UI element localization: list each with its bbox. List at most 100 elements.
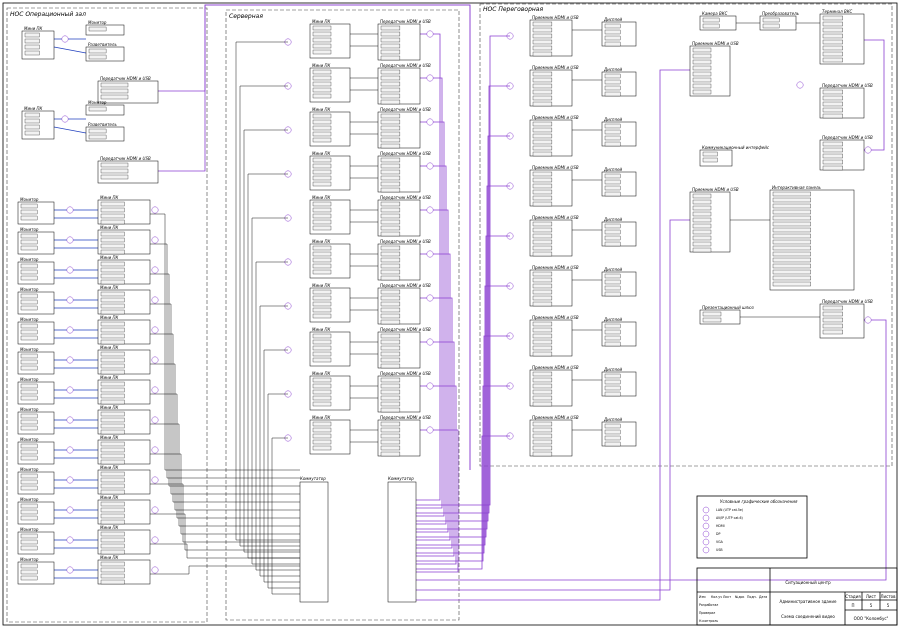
svg-text:Мини ПК: Мини ПК	[100, 315, 119, 320]
op-tag-r-9	[151, 476, 159, 484]
op-wire-5	[150, 363, 300, 511]
mtg-ip-4	[416, 235, 510, 538]
srv-extender-2: Передатчик HDMI и USB	[377, 107, 431, 149]
mtg-receiver-5: Приемник HDMI и USB	[529, 265, 579, 307]
op-pc-10: Мини ПК	[97, 495, 151, 525]
svg-text:Передатчик HDMI и USB: Передатчик HDMI и USB	[380, 151, 431, 156]
tb-company: ООО "Коломбус"	[854, 616, 889, 621]
mtg-ip-5	[416, 285, 510, 546]
legend: Условные графические обозначения LAN (UT…	[696, 495, 808, 559]
svg-text:Передатчик HDMI и USB: Передатчик HDMI и USB	[822, 135, 873, 140]
op-monitor-10: Монитор	[17, 497, 55, 525]
op-tag-11	[66, 536, 74, 544]
tb-role-1: Проверил	[699, 611, 715, 615]
op-monitor-3: Монитор	[17, 287, 55, 315]
op-monitor-5: Монитор	[17, 347, 55, 375]
mtg-ip-7	[416, 385, 510, 562]
svg-text:Разветвитель: Разветвитель	[88, 42, 117, 47]
tb-col-3: №док	[735, 595, 744, 599]
op-pc-9: Мини ПК	[97, 465, 151, 495]
mtg-display-8: Дисплей	[601, 417, 637, 447]
tb-col-0: Изм	[699, 595, 706, 599]
svg-text:Мини ПК: Мини ПК	[100, 255, 119, 260]
svg-text:Мини ПК: Мини ПК	[100, 225, 119, 230]
svg-text:Мини ПК: Мини ПК	[24, 26, 43, 31]
srv-tag-r-7	[426, 338, 434, 346]
legend-title: Условные графические обозначения	[720, 499, 798, 504]
srv-wire-3	[247, 173, 300, 559]
svg-text:Передатчик HDMI и USB: Передатчик HDMI и USB	[380, 415, 431, 420]
op-wire-8	[150, 453, 300, 535]
tag-r1	[796, 81, 804, 89]
op-pc-3: Мини ПК	[97, 285, 151, 315]
op-wire-1	[150, 243, 300, 479]
mtg-receiver-4: Приемник HDMI и USB	[529, 215, 579, 257]
converter: Преобразователь	[759, 11, 800, 31]
svg-text:Передатчик HDMI и USB: Передатчик HDMI и USB	[380, 107, 431, 112]
op-wire-2	[150, 273, 300, 487]
srv-tag-r-4	[426, 206, 434, 214]
switch-a2: Коммутатор	[387, 476, 417, 603]
op-tag-top-1	[61, 115, 69, 123]
svg-text:Мини ПК: Мини ПК	[312, 107, 331, 112]
op-monitor-6: Монитор	[17, 377, 55, 405]
svg-text:Монитор: Монитор	[20, 437, 39, 442]
srv-pc-3: Мини ПК	[309, 151, 351, 191]
srv-extender-4: Передатчик HDMI и USB	[377, 195, 431, 237]
op-tag-r-12	[151, 566, 159, 574]
svg-text:Приемник HDMI и USB: Приемник HDMI и USB	[692, 41, 739, 46]
mtg-receiver-6: Приемник HDMI и USB	[529, 315, 579, 357]
svg-text:Разветвитель: Разветвитель	[88, 122, 117, 127]
srv-extender-7: Передатчик HDMI и USB	[377, 327, 431, 369]
op-tag-6	[66, 386, 74, 394]
svg-text:Коммутатор: Коммутатор	[388, 476, 414, 481]
svg-text:Мини ПК: Мини ПК	[312, 195, 331, 200]
svg-text:Мини ПК: Мини ПК	[100, 525, 119, 530]
srv-extender-0: Передатчик HDMI и USB	[377, 19, 431, 61]
mtg-display-5: Дисплей	[601, 267, 637, 297]
op-wire-6	[150, 393, 300, 519]
svg-text:Мини ПК: Мини ПК	[100, 285, 119, 290]
svg-text:Монитор: Монитор	[20, 497, 39, 502]
legend-item-5: USB	[702, 546, 723, 554]
svg-text:Передатчик HDMI и USB: Передатчик HDMI и USB	[380, 327, 431, 332]
mtg-display-6: Дисплей	[601, 317, 637, 347]
op-monitor-9: Монитор	[17, 467, 55, 495]
legend-text-3: DP	[716, 532, 720, 536]
srv-wire-6	[259, 305, 300, 577]
mtg-receiver-1: Приемник HDMI и USB	[529, 65, 579, 107]
op-tag-1	[66, 236, 74, 244]
op-tag-r-5	[151, 356, 159, 364]
extender-r3: Передатчик HDMI и USB	[819, 299, 873, 339]
mtg-ip-1	[416, 85, 510, 514]
svg-text:Передатчик HDMI и USB: Передатчик HDMI и USB	[822, 83, 873, 88]
zone-server-border	[225, 9, 460, 621]
svg-text:Приемник HDMI и USB: Приемник HDMI и USB	[532, 165, 579, 170]
srv-pc-0: Мини ПК	[309, 19, 351, 59]
svg-text:Коммуникационный интерфейс: Коммуникационный интерфейс	[702, 145, 770, 150]
srv-tag-r-8	[426, 382, 434, 390]
mtg-receiver-7: Приемник HDMI и USB	[529, 365, 579, 407]
mtg-display-4: Дисплей	[601, 217, 637, 247]
op-wire-12	[150, 565, 300, 575]
panel-rx-ip	[416, 219, 690, 591]
op-monitor-top-0: Монитор	[85, 20, 125, 36]
svg-text:Монитор: Монитор	[88, 100, 107, 105]
svg-text:Дисплей: Дисплей	[603, 317, 623, 322]
op-tag-5	[66, 356, 74, 364]
srv-ip-9	[416, 429, 459, 573]
op-ip-top-1	[158, 4, 471, 470]
op-splitter-0: Разветвитель	[85, 42, 125, 62]
zone-title-server: Серверная	[229, 13, 263, 20]
legend-text-1: AV/IP (UTP cat.6)	[716, 516, 743, 520]
op-tag-r-8	[151, 446, 159, 454]
svg-text:Приемник HDMI и USB: Приемник HDMI и USB	[532, 265, 579, 270]
svg-text:Терминал ВКС: Терминал ВКС	[822, 9, 853, 14]
op-wire-9	[150, 483, 300, 543]
op-pc-2: Мини ПК	[97, 255, 151, 285]
svg-text:Приемник HDMI и USB: Приемник HDMI и USB	[532, 15, 579, 20]
svg-text:Монитор: Монитор	[88, 20, 107, 25]
